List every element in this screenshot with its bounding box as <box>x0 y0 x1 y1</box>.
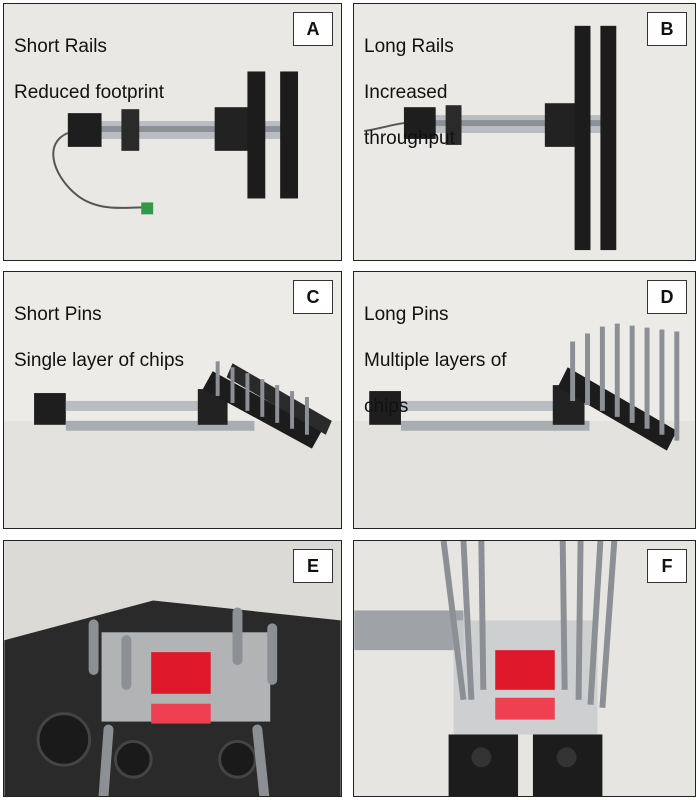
photo-short-rails <box>4 4 341 260</box>
caption-a: Short Rails Reduced footprint <box>14 12 164 127</box>
label-f: F <box>647 549 687 583</box>
caption-a-line2: Reduced footprint <box>14 82 164 103</box>
label-b: B <box>647 12 687 46</box>
photo-chip-single-layer <box>4 541 341 796</box>
photo-chip-multiple-layers <box>354 541 695 796</box>
photo-long-pins <box>354 272 695 528</box>
caption-b-line3: throughput <box>364 128 455 149</box>
panel-d: Long Pins Multiple layers of chips D <box>353 271 696 529</box>
photo-long-rails <box>354 4 695 260</box>
label-c: C <box>293 280 333 314</box>
caption-c-line2: Single layer of chips <box>14 350 185 371</box>
caption-d-line2: Multiple layers of <box>364 350 507 371</box>
label-a: A <box>293 12 333 46</box>
caption-b: Long Rails Increased throughput <box>364 12 455 173</box>
caption-b-line1: Long Rails <box>364 36 454 57</box>
caption-d-line1: Long Pins <box>364 304 449 325</box>
caption-d-line3: chips <box>364 396 409 417</box>
panel-b: Long Rails Increased throughput B <box>353 3 696 261</box>
label-e: E <box>293 549 333 583</box>
photo-short-pins <box>4 272 341 528</box>
panel-c: Short Pins Single layer of chips C <box>3 271 342 529</box>
caption-a-line1: Short Rails <box>14 36 107 57</box>
panel-a: Short Rails Reduced footprint A <box>3 3 342 261</box>
caption-d: Long Pins Multiple layers of chips <box>364 280 507 441</box>
panel-e: E <box>3 540 342 797</box>
caption-c: Short Pins Single layer of chips <box>14 280 184 395</box>
label-d: D <box>647 280 687 314</box>
panel-f: F <box>353 540 696 797</box>
caption-b-line2: Increased <box>364 82 448 103</box>
caption-c-line1: Short Pins <box>14 304 102 325</box>
